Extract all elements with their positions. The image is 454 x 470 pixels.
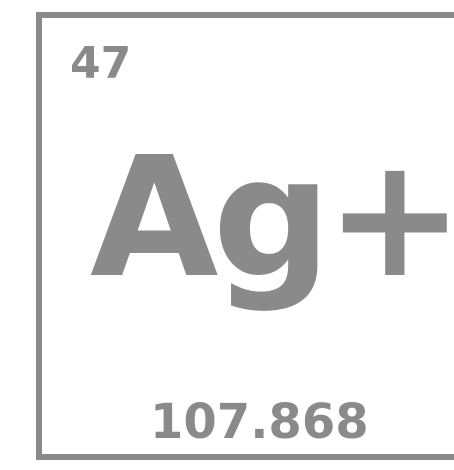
element-tile: 47 Ag+ 107.868 bbox=[36, 12, 454, 460]
atomic-number: 47 bbox=[70, 38, 132, 89]
element-symbol: Ag+ bbox=[90, 122, 454, 315]
atomic-mass: 107.868 bbox=[150, 394, 369, 450]
